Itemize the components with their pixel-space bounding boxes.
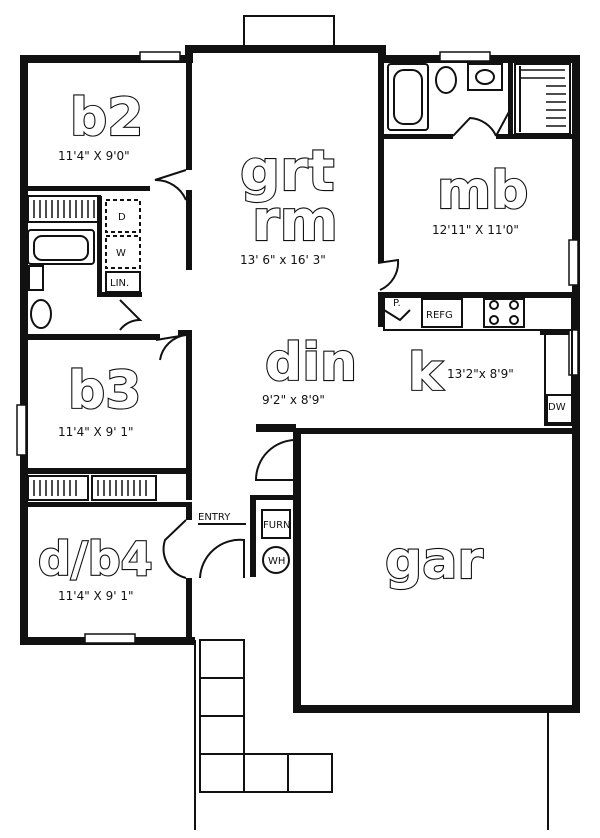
- windows: [16, 51, 579, 644]
- pantry-label: P.: [393, 298, 401, 309]
- dishwasher-label: DW: [548, 402, 566, 413]
- closet-b3: [27, 475, 157, 501]
- room-k-name: k: [408, 343, 444, 403]
- room-db4-dimensions: 11'4" X 9' 1": [58, 589, 133, 603]
- interior-walls: [20, 58, 578, 643]
- room-mb-name: mb: [437, 161, 528, 221]
- furnace-label: FURN: [263, 520, 291, 531]
- room-db4-name: d/b4: [38, 532, 153, 586]
- room-k-dimensions: 13'2"x 8'9": [447, 367, 514, 381]
- room-mb-dimensions: 12'11" X 11'0": [432, 223, 519, 237]
- closet-b2: [27, 195, 101, 223]
- front-walk: [194, 639, 549, 830]
- refrigerator-label: REFG: [426, 310, 453, 321]
- room-din-dimensions: 9'2" x 8'9": [262, 393, 325, 407]
- room-gar-name: gar: [385, 531, 483, 591]
- washer-label: W: [116, 248, 126, 259]
- room-b3-name: b3: [68, 361, 141, 421]
- room-grt-dimensions: 13' 6" x 16' 3": [240, 253, 326, 267]
- room-b2-name: b2: [70, 88, 143, 148]
- kitchen-counters: [383, 296, 573, 426]
- room-grt-name: grt: [240, 139, 334, 204]
- front-bump-out: [243, 15, 335, 49]
- master-bath: [387, 63, 503, 131]
- linen-label: LIN.: [110, 278, 129, 289]
- entry-label: ENTRY: [198, 512, 231, 523]
- dryer-label: D: [118, 212, 126, 223]
- room-b2-dimensions: 11'4" X 9'0": [58, 149, 130, 163]
- room-rm-name: rm: [252, 189, 338, 254]
- laundry: [105, 199, 141, 293]
- closet-mb: [514, 63, 571, 135]
- room-b3-dimensions: 11'4" X 9' 1": [58, 425, 133, 439]
- room-din-name: din: [265, 333, 357, 393]
- utility-closet: [261, 509, 291, 574]
- water-heater-label: WH: [268, 556, 285, 567]
- hall-bath: [27, 229, 95, 329]
- doors: [119, 109, 511, 579]
